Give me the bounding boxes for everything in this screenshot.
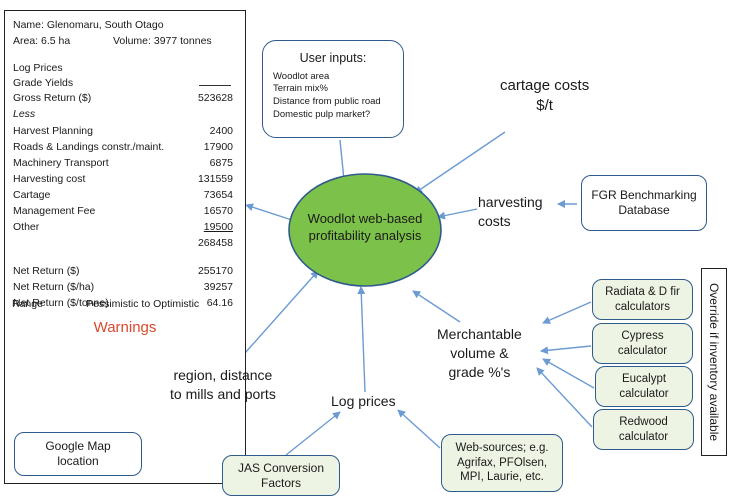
center-line-1: Woodlot web-based bbox=[307, 211, 423, 226]
net-return-tonne-label: Net Return ($/tonne) bbox=[13, 297, 109, 309]
cost-label: Harvesting cost bbox=[13, 173, 86, 185]
arrow-eucalypt bbox=[542, 358, 595, 389]
redwood-calculator-box: Redwood calculator bbox=[593, 409, 694, 450]
summary-panel: Name: Glenomaru, South Otago Area: 6.5 h… bbox=[4, 10, 246, 484]
arrow-region bbox=[236, 270, 319, 363]
radiata-line-2: calculators bbox=[615, 300, 670, 313]
web-line-2: Agrifax, PFOlsen, bbox=[456, 456, 548, 469]
eucalypt-calculator-box: Eucalypt calculator bbox=[595, 366, 693, 407]
cartage-line-2: $/t bbox=[536, 97, 553, 115]
range-value: Pessimistic to Optimistic bbox=[86, 298, 200, 310]
cartage-costs-label: cartage costs $/t bbox=[500, 76, 589, 117]
cost-label: Roads & Landings constr./maint. bbox=[13, 141, 165, 153]
user-input-item: Distance from public road bbox=[273, 96, 381, 108]
cost-value: 6875 bbox=[209, 157, 233, 169]
cartage-line-1: cartage costs bbox=[500, 77, 590, 94]
net-return-ha-value: 39257 bbox=[203, 281, 233, 293]
override-label-box: Override if inventory available bbox=[701, 268, 727, 456]
center-title: Woodlot web-based profitability analysis bbox=[287, 211, 443, 245]
redwood-line-2: calculator bbox=[618, 430, 669, 443]
cypress-calculator-box: Cypress calculator bbox=[592, 323, 693, 364]
summary-log-prices: Log Prices bbox=[13, 62, 63, 74]
eucalypt-line-1: Eucalypt bbox=[621, 373, 667, 386]
summary-total-costs: 268458 bbox=[197, 237, 233, 249]
warnings-label: Warnings bbox=[93, 319, 157, 336]
summary-grade-yields: Grade Yields bbox=[13, 77, 74, 89]
arrow-cartage bbox=[414, 131, 506, 194]
merchantable-label: Merchantable volume & grade %'s bbox=[437, 325, 522, 382]
web-sources-box: Web-sources; e.g. Agrifax, PFOlsen, MPI,… bbox=[441, 434, 563, 492]
google-line-1: Google Map bbox=[45, 439, 111, 453]
user-inputs-title: User inputs: bbox=[299, 51, 367, 65]
radiata-line-1: Radiata & D fir bbox=[605, 286, 680, 299]
range-label: Range bbox=[12, 298, 43, 310]
cost-label: Other bbox=[13, 221, 40, 233]
net-return-ha-label: Net Return ($/ha) bbox=[13, 281, 95, 293]
arrow-harvesting bbox=[437, 208, 478, 220]
region-line-2: to mills and ports bbox=[170, 385, 276, 402]
fgr-line-2: Database bbox=[618, 203, 670, 217]
cost-value: 2400 bbox=[209, 125, 233, 137]
summary-volume: Volume: 3977 tonnes bbox=[113, 35, 212, 47]
arrow-web bbox=[397, 409, 441, 449]
merch-line-1: Merchantable bbox=[437, 326, 522, 342]
summary-gross-return-value: 523628 bbox=[197, 92, 233, 104]
jas-line-1: JAS Conversion bbox=[237, 460, 325, 475]
user-inputs-box: User inputs: Woodlot area Terrain mix% D… bbox=[262, 40, 404, 138]
user-input-item: Woodlot area bbox=[273, 70, 330, 82]
arrow-merchantable bbox=[412, 290, 461, 323]
net-return-label: Net Return ($) bbox=[13, 265, 80, 277]
cypress-line-1: Cypress bbox=[621, 330, 664, 343]
harvesting-line-1: harvesting bbox=[478, 194, 543, 210]
summary-area: Area: 6.5 ha bbox=[13, 35, 71, 47]
eucalypt-line-2: calculator bbox=[619, 387, 669, 400]
cost-label: Harvest Planning bbox=[13, 125, 93, 137]
center-ellipse bbox=[288, 173, 442, 287]
log-prices-label: Log prices bbox=[331, 393, 396, 409]
region-line-1: region, distance bbox=[173, 367, 273, 383]
arrow-radiata bbox=[542, 301, 592, 324]
jas-conversion-box: JAS Conversion Factors bbox=[222, 455, 340, 496]
merch-line-2: volume & bbox=[450, 344, 509, 361]
cypress-line-2: calculator bbox=[617, 344, 668, 357]
summary-name: Name: Glenomaru, South Otago bbox=[13, 19, 164, 31]
cost-value: 17900 bbox=[203, 141, 233, 153]
net-return-tonne-value: 64.16 bbox=[206, 297, 233, 309]
summary-less: Less bbox=[13, 108, 36, 120]
google-map-box: Google Map location bbox=[14, 432, 142, 476]
cost-label: Management Fee bbox=[13, 205, 96, 217]
cost-value: 16570 bbox=[203, 205, 233, 217]
cost-value: 19500 bbox=[203, 221, 233, 233]
arrow-cypress bbox=[540, 345, 592, 355]
web-line-3: MPI, Laurie, etc. bbox=[460, 471, 544, 484]
redwood-line-1: Redwood bbox=[619, 416, 668, 429]
merch-line-3: grade %'s bbox=[448, 363, 511, 380]
arrow-log-prices bbox=[357, 286, 366, 393]
user-input-item: Terrain mix% bbox=[273, 83, 328, 95]
fgr-line-1: FGR Benchmarking bbox=[591, 188, 697, 202]
harvesting-costs-label: harvesting costs bbox=[478, 193, 543, 231]
web-line-1: Web-sources; e.g. bbox=[455, 442, 549, 455]
override-text: Override if inventory available bbox=[707, 282, 721, 442]
harvesting-line-2: costs bbox=[478, 212, 511, 229]
cost-value: 131559 bbox=[197, 173, 233, 185]
net-return-value: 255170 bbox=[197, 265, 233, 277]
summary-gross-return-label: Gross Return ($) bbox=[13, 92, 92, 104]
google-line-2: location bbox=[57, 454, 99, 468]
arrow-jas bbox=[285, 411, 341, 456]
radiata-calculator-box: Radiata & D fir calculators bbox=[592, 279, 693, 320]
cost-value: 73654 bbox=[203, 189, 233, 201]
cost-label: Machinery Transport bbox=[13, 157, 109, 169]
user-input-item: Domestic pulp market? bbox=[273, 109, 371, 121]
center-line-2: profitability analysis bbox=[308, 227, 422, 243]
arrow-redwood bbox=[536, 367, 593, 428]
fgr-benchmarking-box: FGR Benchmarking Database bbox=[581, 175, 707, 231]
jas-line-2: Factors bbox=[260, 475, 301, 490]
grade-yields-underline bbox=[199, 85, 231, 86]
arrow-summary-other bbox=[245, 203, 299, 223]
region-distance-label: region, distance to mills and ports bbox=[170, 366, 276, 404]
cost-label: Cartage bbox=[13, 189, 51, 201]
